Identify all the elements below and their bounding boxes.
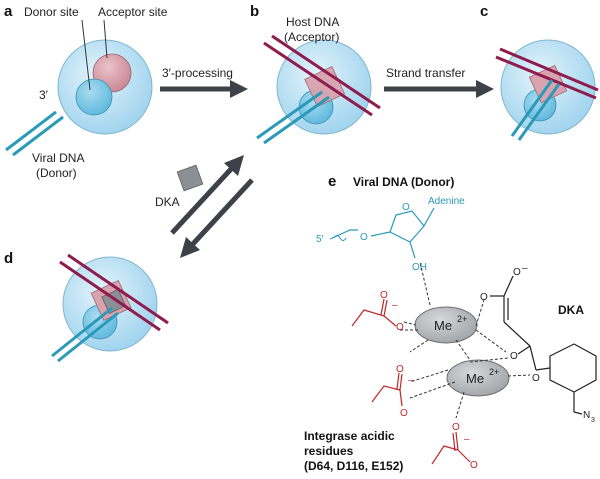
host-dna-strand [263, 41, 373, 117]
panel-b-integrase-complex: Host DNA (Acceptor) [256, 15, 381, 145]
residue-1-oxygen-b: O [396, 322, 404, 333]
dka-structure-label: DKA [558, 303, 584, 317]
residue-2-oxygen-a: O [396, 364, 404, 375]
metal-ion-1-label: Me [434, 318, 452, 333]
acidic-residue-3 [431, 431, 471, 465]
dka-inhibitor: DKA [155, 164, 204, 209]
dka-label: DKA [155, 195, 180, 209]
donor-site [75, 78, 113, 116]
host-dna-strand [271, 34, 381, 110]
residue-2-oxygen-b: O [400, 408, 408, 419]
viral-dna-label: Viral DNA [32, 151, 84, 165]
viral-dna-sugar [329, 207, 435, 259]
viral-dna-strand [57, 311, 119, 363]
azide-subscript: 3 [591, 417, 595, 424]
adenine-label: Adenine [428, 196, 465, 207]
host-dna-strand [67, 253, 169, 325]
metal-ion-2-charge: 2+ [489, 367, 499, 377]
panel-label-d: d [4, 250, 13, 267]
acceptor-site-pointer [103, 19, 108, 59]
panel-label-c: c [480, 3, 488, 20]
binding-arrow-forward [170, 155, 244, 235]
residues-label-line1: Integrase acidic [304, 429, 395, 443]
viral-dna-strand [51, 306, 113, 358]
binding-arrow-reverse [180, 178, 254, 258]
host-dna-acceptor-label: (Acceptor) [284, 30, 339, 44]
host-dna-label: Host DNA [286, 15, 339, 29]
five-prime-label: 5′ [316, 234, 324, 245]
viral-dna-donor-label: (Donor) [36, 166, 77, 180]
three-prime-label: 3′ [39, 88, 49, 102]
viral-dna-strand [256, 90, 323, 140]
viral-dna-strand [263, 95, 330, 145]
metal-ion-1-charge: 2+ [457, 314, 467, 324]
coordination-bonds [400, 261, 531, 419]
residue-3-oxygen-a: O [452, 422, 460, 433]
panel-d-inhibited-complex [51, 253, 169, 363]
panel-label-a: a [4, 3, 13, 20]
ketone-oxygen: O [532, 373, 540, 384]
viral-dna-strand [12, 115, 64, 157]
viral-dna-strand [5, 110, 57, 152]
ester-oxygen: O [360, 232, 368, 243]
strand-transfer-label: Strand transfer [386, 66, 465, 80]
residues-label-line2: residues [304, 444, 354, 458]
acidic-residue-2 [371, 372, 403, 407]
residue-3-oxygen-b: O [470, 460, 478, 471]
carboxyl-oxygen-2: O [480, 292, 488, 303]
residues-label-line3: (D64, D116, E152) [304, 459, 403, 473]
dka-block [176, 164, 204, 192]
strand-transfer-arrow: Strand transfer [384, 66, 494, 98]
enol-oxygen: O [510, 351, 518, 362]
panel-c-integration [495, 39, 599, 141]
donor-site-pointer [81, 19, 91, 91]
wavy-bond [333, 235, 347, 241]
host-dna-strand [499, 47, 599, 92]
processing-label: 3′-processing [162, 66, 233, 80]
chem-title: Viral DNA (Donor) [353, 175, 454, 189]
panel-a-integrase: Donor site Acceptor site 3′ Viral DNA (D… [5, 5, 168, 180]
donor-site-label: Donor site [24, 5, 79, 19]
dka-ligand [490, 275, 597, 415]
viral-dna-strand [517, 83, 561, 141]
ring-oxygen: O [402, 202, 410, 213]
metal-ion-2-label: Me [466, 371, 484, 386]
azide-n: N [583, 410, 590, 421]
residue-3-minus: – [464, 434, 470, 445]
carboxyl-oxygen: O [513, 267, 521, 278]
residue-1-minus: – [392, 300, 398, 311]
viral-dna-strand [510, 79, 554, 137]
residue-1-oxygen-a: O [380, 290, 388, 301]
processing-arrow: 3′-processing [160, 66, 248, 98]
acidic-residue-1 [351, 298, 397, 327]
hydroxyl-label: OH [412, 262, 427, 273]
host-dna-strand [59, 260, 161, 332]
carboxyl-minus: – [522, 263, 528, 274]
residue-2-minus: – [408, 375, 414, 386]
panel-label-e: e [328, 173, 336, 190]
host-dna-strand [495, 55, 597, 100]
acceptor-site-label: Acceptor site [98, 5, 168, 19]
panel-label-b: b [250, 3, 259, 20]
metal-ion-2 [446, 359, 510, 397]
